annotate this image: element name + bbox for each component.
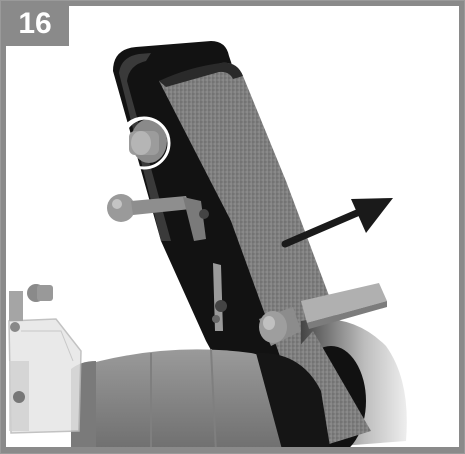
work-rest-knob — [259, 307, 301, 346]
rotate-arrow-icon — [117, 116, 171, 170]
frame-right-border — [459, 1, 464, 453]
shield-knob — [9, 284, 53, 332]
frame-bottom-border — [1, 447, 464, 453]
tension-knob — [129, 119, 167, 163]
figure-number-badge: 16 — [1, 1, 69, 46]
work-rest — [301, 283, 387, 329]
direction-arrow-icon — [281, 198, 393, 248]
frame-left-border — [1, 1, 6, 453]
frame-top-border — [1, 1, 464, 6]
clamp-lever — [107, 194, 209, 241]
